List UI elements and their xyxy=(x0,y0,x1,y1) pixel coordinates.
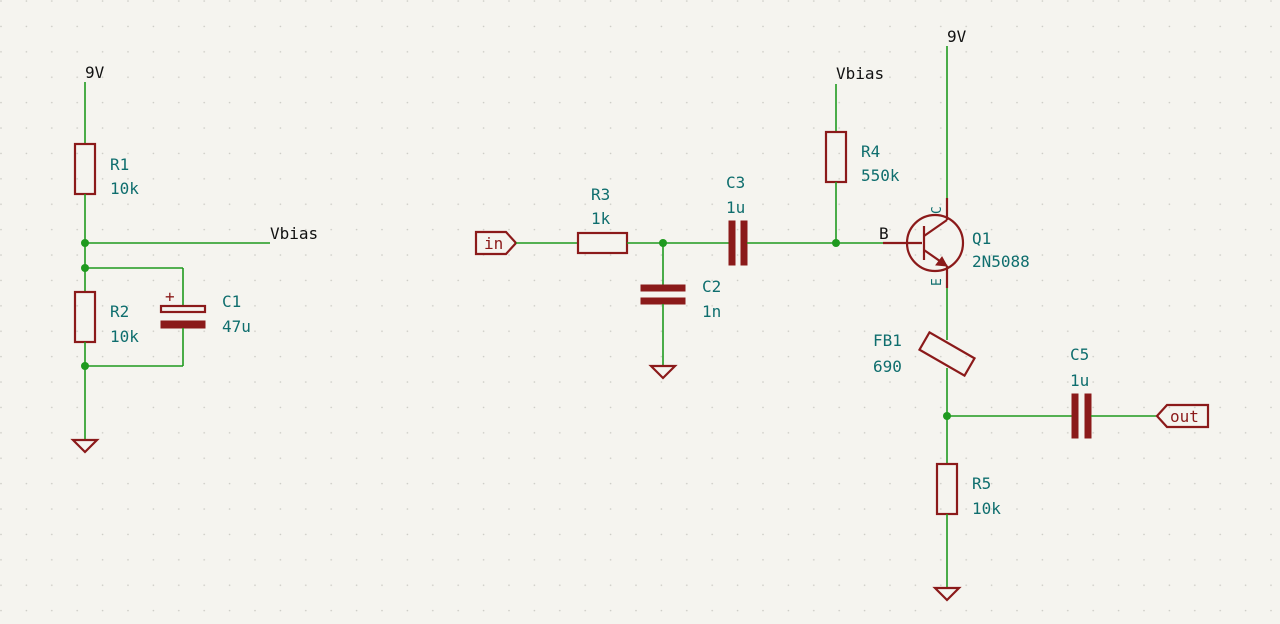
c3-reference: C3 xyxy=(726,173,745,192)
r5-reference: R5 xyxy=(972,474,991,493)
c2-value: 1n xyxy=(702,302,721,321)
r5-value: 10k xyxy=(972,499,1001,518)
r2-value: 10k xyxy=(110,327,139,346)
q1-pin-c-label: C xyxy=(930,206,945,214)
junction-dot xyxy=(81,362,89,370)
junction-dot xyxy=(81,239,89,247)
transistor-q1-npn[interactable] xyxy=(883,198,965,288)
output-port-label: out xyxy=(1170,407,1199,426)
net-label-9v-right[interactable]: 9V xyxy=(947,27,967,46)
c1-reference: C1 xyxy=(222,292,241,311)
q1-pin-b-label: B xyxy=(879,224,889,243)
output-stage: 9V B C E Q1 2N5088 FB1 690 C5 xyxy=(873,27,1210,602)
output-port[interactable]: out xyxy=(1155,403,1210,429)
fb1-value: 690 xyxy=(873,357,902,376)
r1-reference: R1 xyxy=(110,155,129,174)
net-label-9v-left[interactable]: 9V xyxy=(85,63,105,82)
fb1-reference: FB1 xyxy=(873,331,902,350)
r4-reference: R4 xyxy=(861,142,880,161)
r3-value: 1k xyxy=(591,209,611,228)
ferrite-bead-fb1[interactable] xyxy=(917,330,977,378)
q1-reference: Q1 xyxy=(972,229,991,248)
r4-value: 550k xyxy=(861,166,900,185)
c1-value: 47u xyxy=(222,317,251,336)
ground-symbol[interactable] xyxy=(648,364,678,380)
c3-value: 1u xyxy=(726,198,745,217)
input-port-label: in xyxy=(484,234,503,253)
net-label-vbias-left[interactable]: Vbias xyxy=(270,224,318,243)
ground-symbol[interactable] xyxy=(70,438,100,454)
input-port[interactable]: in xyxy=(474,230,518,256)
c5-value: 1u xyxy=(1070,371,1089,390)
r2-reference: R2 xyxy=(110,302,129,321)
q1-pin-e-label: E xyxy=(930,278,945,286)
bias-network: 9V R1 10k Vbias R2 10k + C1 47u xyxy=(70,63,318,454)
c2-reference: C2 xyxy=(702,277,721,296)
input-stage: in R3 1k C2 1n C3 1u Vbias R4 55 xyxy=(474,64,900,380)
r1-value: 10k xyxy=(110,179,139,198)
r3-reference: R3 xyxy=(591,185,610,204)
c1-polarity-mark: + xyxy=(165,287,175,306)
ground-symbol[interactable] xyxy=(932,586,962,602)
q1-value: 2N5088 xyxy=(972,252,1030,271)
net-label-vbias-right[interactable]: Vbias xyxy=(836,64,884,83)
c5-reference: C5 xyxy=(1070,345,1089,364)
